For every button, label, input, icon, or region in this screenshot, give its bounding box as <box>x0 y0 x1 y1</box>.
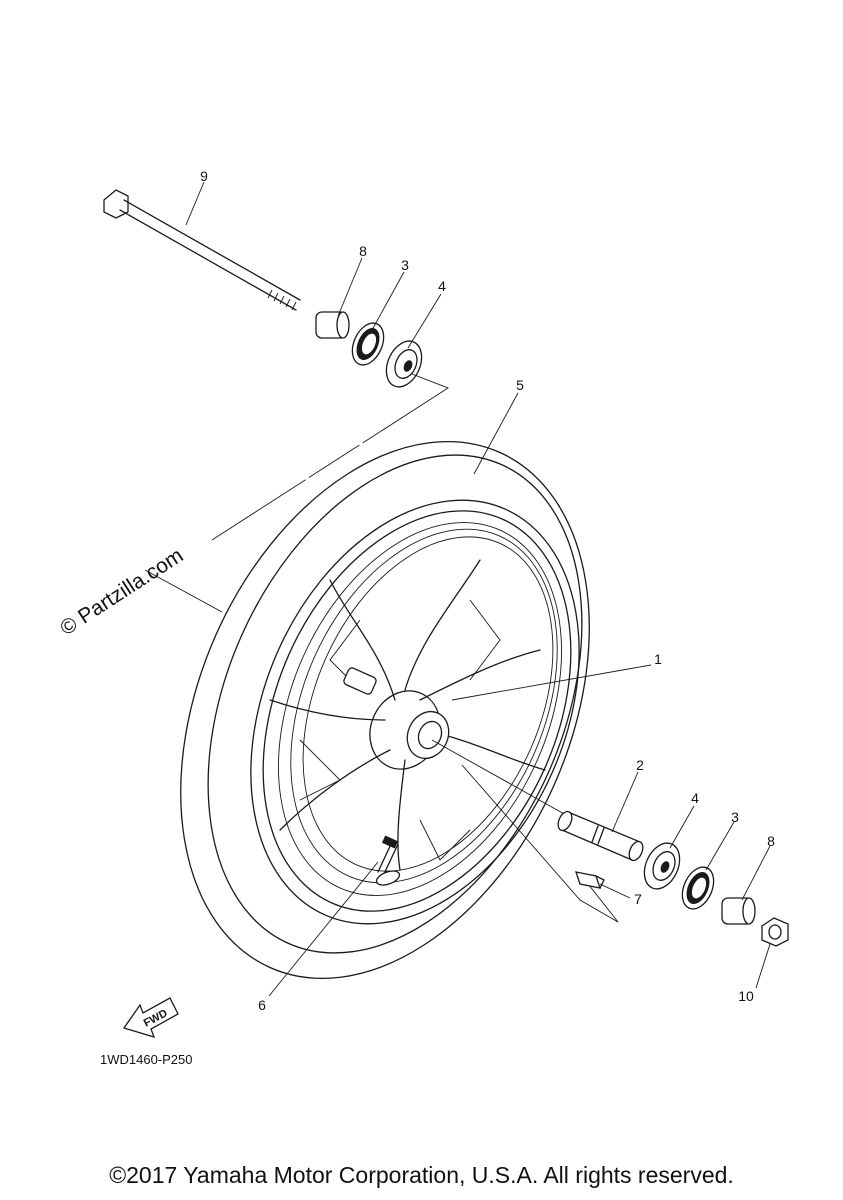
collar-lower <box>721 897 756 925</box>
axle-shaft <box>103 189 301 311</box>
guide-line-balance <box>461 764 619 923</box>
copyright-notice: ©2017 Yamaha Motor Corporation, U.S.A. A… <box>109 1162 734 1188</box>
callout-6: 6 <box>258 997 266 1013</box>
callout-9: 9 <box>200 168 208 184</box>
bearing-upper <box>385 340 423 388</box>
balance-weight <box>575 871 605 889</box>
guide-line-axle-lower <box>431 739 576 821</box>
callout-10: 10 <box>738 988 754 1004</box>
callout-numbers: 9 8 3 4 5 1 2 4 3 8 7 6 10 <box>200 168 775 1013</box>
callout-leaders <box>185 181 771 997</box>
watermark: © Partzilla.com <box>56 544 187 640</box>
diagram-code: 1WD1460-P250 <box>100 1052 193 1067</box>
callout-3-lower: 3 <box>731 809 739 825</box>
callout-2: 2 <box>636 757 644 773</box>
axle-nut <box>761 917 789 947</box>
oil-seal-upper <box>351 322 385 366</box>
guide-line-upper <box>211 373 449 541</box>
oil-seal-lower <box>681 866 715 910</box>
callout-1: 1 <box>654 651 662 667</box>
bearing-lower <box>643 842 681 890</box>
callout-8-lower: 8 <box>767 833 775 849</box>
callout-4-lower: 4 <box>691 790 699 806</box>
collar-upper <box>315 311 350 339</box>
callout-7: 7 <box>634 891 642 907</box>
valve-stem <box>375 835 401 886</box>
wheel-rim <box>250 499 580 925</box>
callout-4-upper: 4 <box>438 278 446 294</box>
tire <box>180 440 590 980</box>
callout-3-upper: 3 <box>401 257 409 273</box>
fwd-arrow-icon: FWD <box>122 997 179 1038</box>
guide-line-left <box>144 569 223 613</box>
callout-5: 5 <box>516 377 524 393</box>
collar-long <box>557 810 644 862</box>
callout-8-upper: 8 <box>359 243 367 259</box>
